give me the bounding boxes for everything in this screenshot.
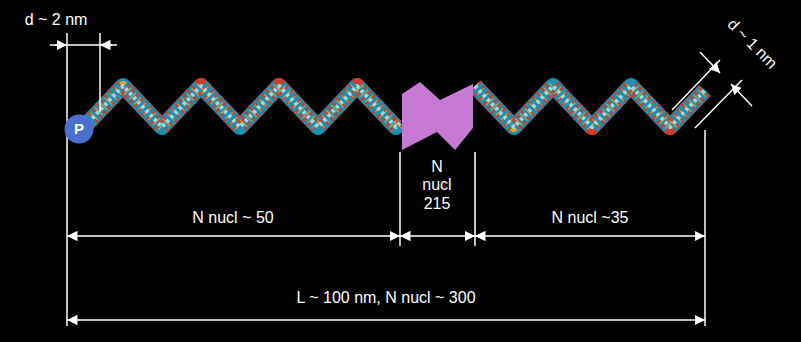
dimension-label: N nucl ~ 50 (189, 209, 276, 227)
helix-strand (475, 86, 705, 127)
dimension-label: N nucl 215 (414, 158, 460, 213)
dimension-label: d ~ 2 nm (22, 11, 91, 29)
helix-strand (84, 86, 400, 127)
helix-strand (84, 86, 400, 127)
helix-strand (84, 86, 400, 127)
helix-strand (84, 86, 400, 127)
dimension-label: d ~ 1 nm (721, 13, 783, 75)
dimension-lines (50, 33, 752, 326)
node-label: P (64, 114, 94, 144)
dimension-label: N nucl ~35 (549, 209, 632, 227)
nucleosome-segment (402, 82, 473, 150)
dna-helix (84, 86, 705, 127)
dimension-label: L ~ 100 nm, N nucl ~ 300 (293, 289, 478, 307)
helix-strand (475, 86, 705, 127)
helix-strand (475, 86, 705, 127)
helix-strand (475, 86, 705, 127)
phosphate-circle: P (64, 114, 94, 144)
